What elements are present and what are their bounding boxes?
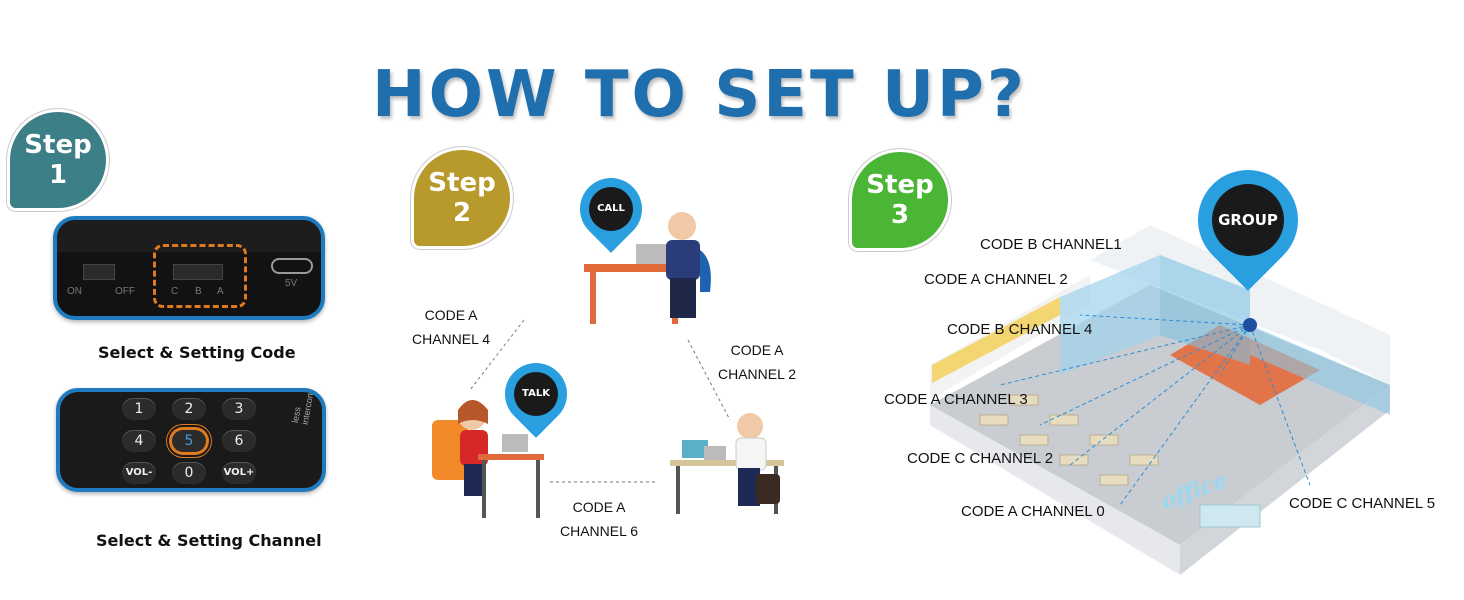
caption-select-code: Select & Setting Code — [98, 343, 296, 362]
keypad-row-2: 4 5 6 — [122, 430, 256, 452]
key-6[interactable]: 6 — [222, 430, 256, 452]
step-1-word: Step — [24, 130, 92, 160]
key-4[interactable]: 4 — [122, 430, 156, 452]
label-code-a-channel-2-office: CODE A CHANNEL 2 — [924, 271, 1068, 288]
key-vol-down[interactable]: VOL- — [122, 462, 156, 484]
switch-label-off: OFF — [115, 286, 135, 297]
step-3-word: Step — [866, 170, 934, 200]
code-selector-switch[interactable] — [173, 264, 223, 280]
group-button[interactable]: GROUP — [1212, 184, 1284, 256]
page-title: HOW TO SET UP? — [372, 58, 1027, 132]
label-code-a-channel-2: CODE A CHANNEL 2 — [718, 338, 796, 386]
label-code-b-channel-1: CODE B CHANNEL1 — [980, 236, 1122, 253]
label-line: CHANNEL 4 — [412, 331, 491, 347]
device-side-text: less intercom — [290, 389, 316, 426]
switch-label-on: ON — [67, 286, 82, 297]
label-line: CODE A — [424, 307, 478, 323]
talk-button[interactable]: TALK — [514, 372, 558, 416]
call-button[interactable]: CALL — [589, 187, 633, 231]
switch-label-5v: 5V — [285, 278, 298, 289]
step-1-number: 1 — [48, 160, 68, 190]
label-line: CODE A — [730, 342, 784, 358]
switch-label-a: A — [217, 286, 224, 297]
office-illustration — [930, 225, 1390, 575]
keypad-row-1: 1 2 3 — [122, 398, 256, 420]
label-code-a-channel-6: CODE A CHANNEL 6 — [560, 495, 638, 543]
switch-label-c: C — [171, 286, 179, 297]
step-3-badge: Step 3 — [852, 152, 948, 248]
caption-select-channel: Select & Setting Channel — [96, 531, 322, 550]
step-2-illustration — [432, 212, 784, 518]
step-1-badge: Step 1 — [10, 112, 106, 208]
step-2-word: Step — [428, 168, 496, 198]
code-switch-highlight — [153, 244, 247, 308]
label-line: CHANNEL 6 — [560, 523, 639, 539]
label-code-a-channel-3: CODE A CHANNEL 3 — [884, 391, 1028, 408]
step-2-number: 2 — [452, 198, 472, 228]
code-switch-device: ON OFF C B A 5V — [53, 216, 325, 320]
label-line: CODE A — [572, 499, 626, 515]
keypad-row-3: VOL- 0 VOL+ — [122, 462, 256, 484]
step-2-badge: Step 2 — [414, 150, 510, 246]
switch-label-b: B — [195, 286, 202, 297]
label-code-c-channel-2: CODE C CHANNEL 2 — [907, 450, 1054, 467]
key-0[interactable]: 0 — [172, 462, 206, 484]
step-3-number: 3 — [890, 200, 910, 230]
on-off-switch[interactable] — [83, 264, 115, 280]
key-vol-up[interactable]: VOL+ — [222, 462, 256, 484]
keypad-device: 1 2 3 4 5 6 VOL- 0 VOL+ less intercom — [56, 388, 326, 492]
key-5[interactable]: 5 — [172, 430, 206, 452]
key-3[interactable]: 3 — [222, 398, 256, 420]
label-code-a-channel-0: CODE A CHANNEL 0 — [961, 503, 1105, 520]
label-code-c-channel-5: CODE C CHANNEL 5 — [1289, 495, 1436, 512]
key-2[interactable]: 2 — [172, 398, 206, 420]
label-code-a-channel-4: CODE A CHANNEL 4 — [412, 303, 490, 351]
key-1[interactable]: 1 — [122, 398, 156, 420]
usb-c-port — [271, 258, 313, 274]
label-code-b-channel-4: CODE B CHANNEL 4 — [947, 321, 1093, 338]
label-line: CHANNEL 2 — [718, 366, 797, 382]
